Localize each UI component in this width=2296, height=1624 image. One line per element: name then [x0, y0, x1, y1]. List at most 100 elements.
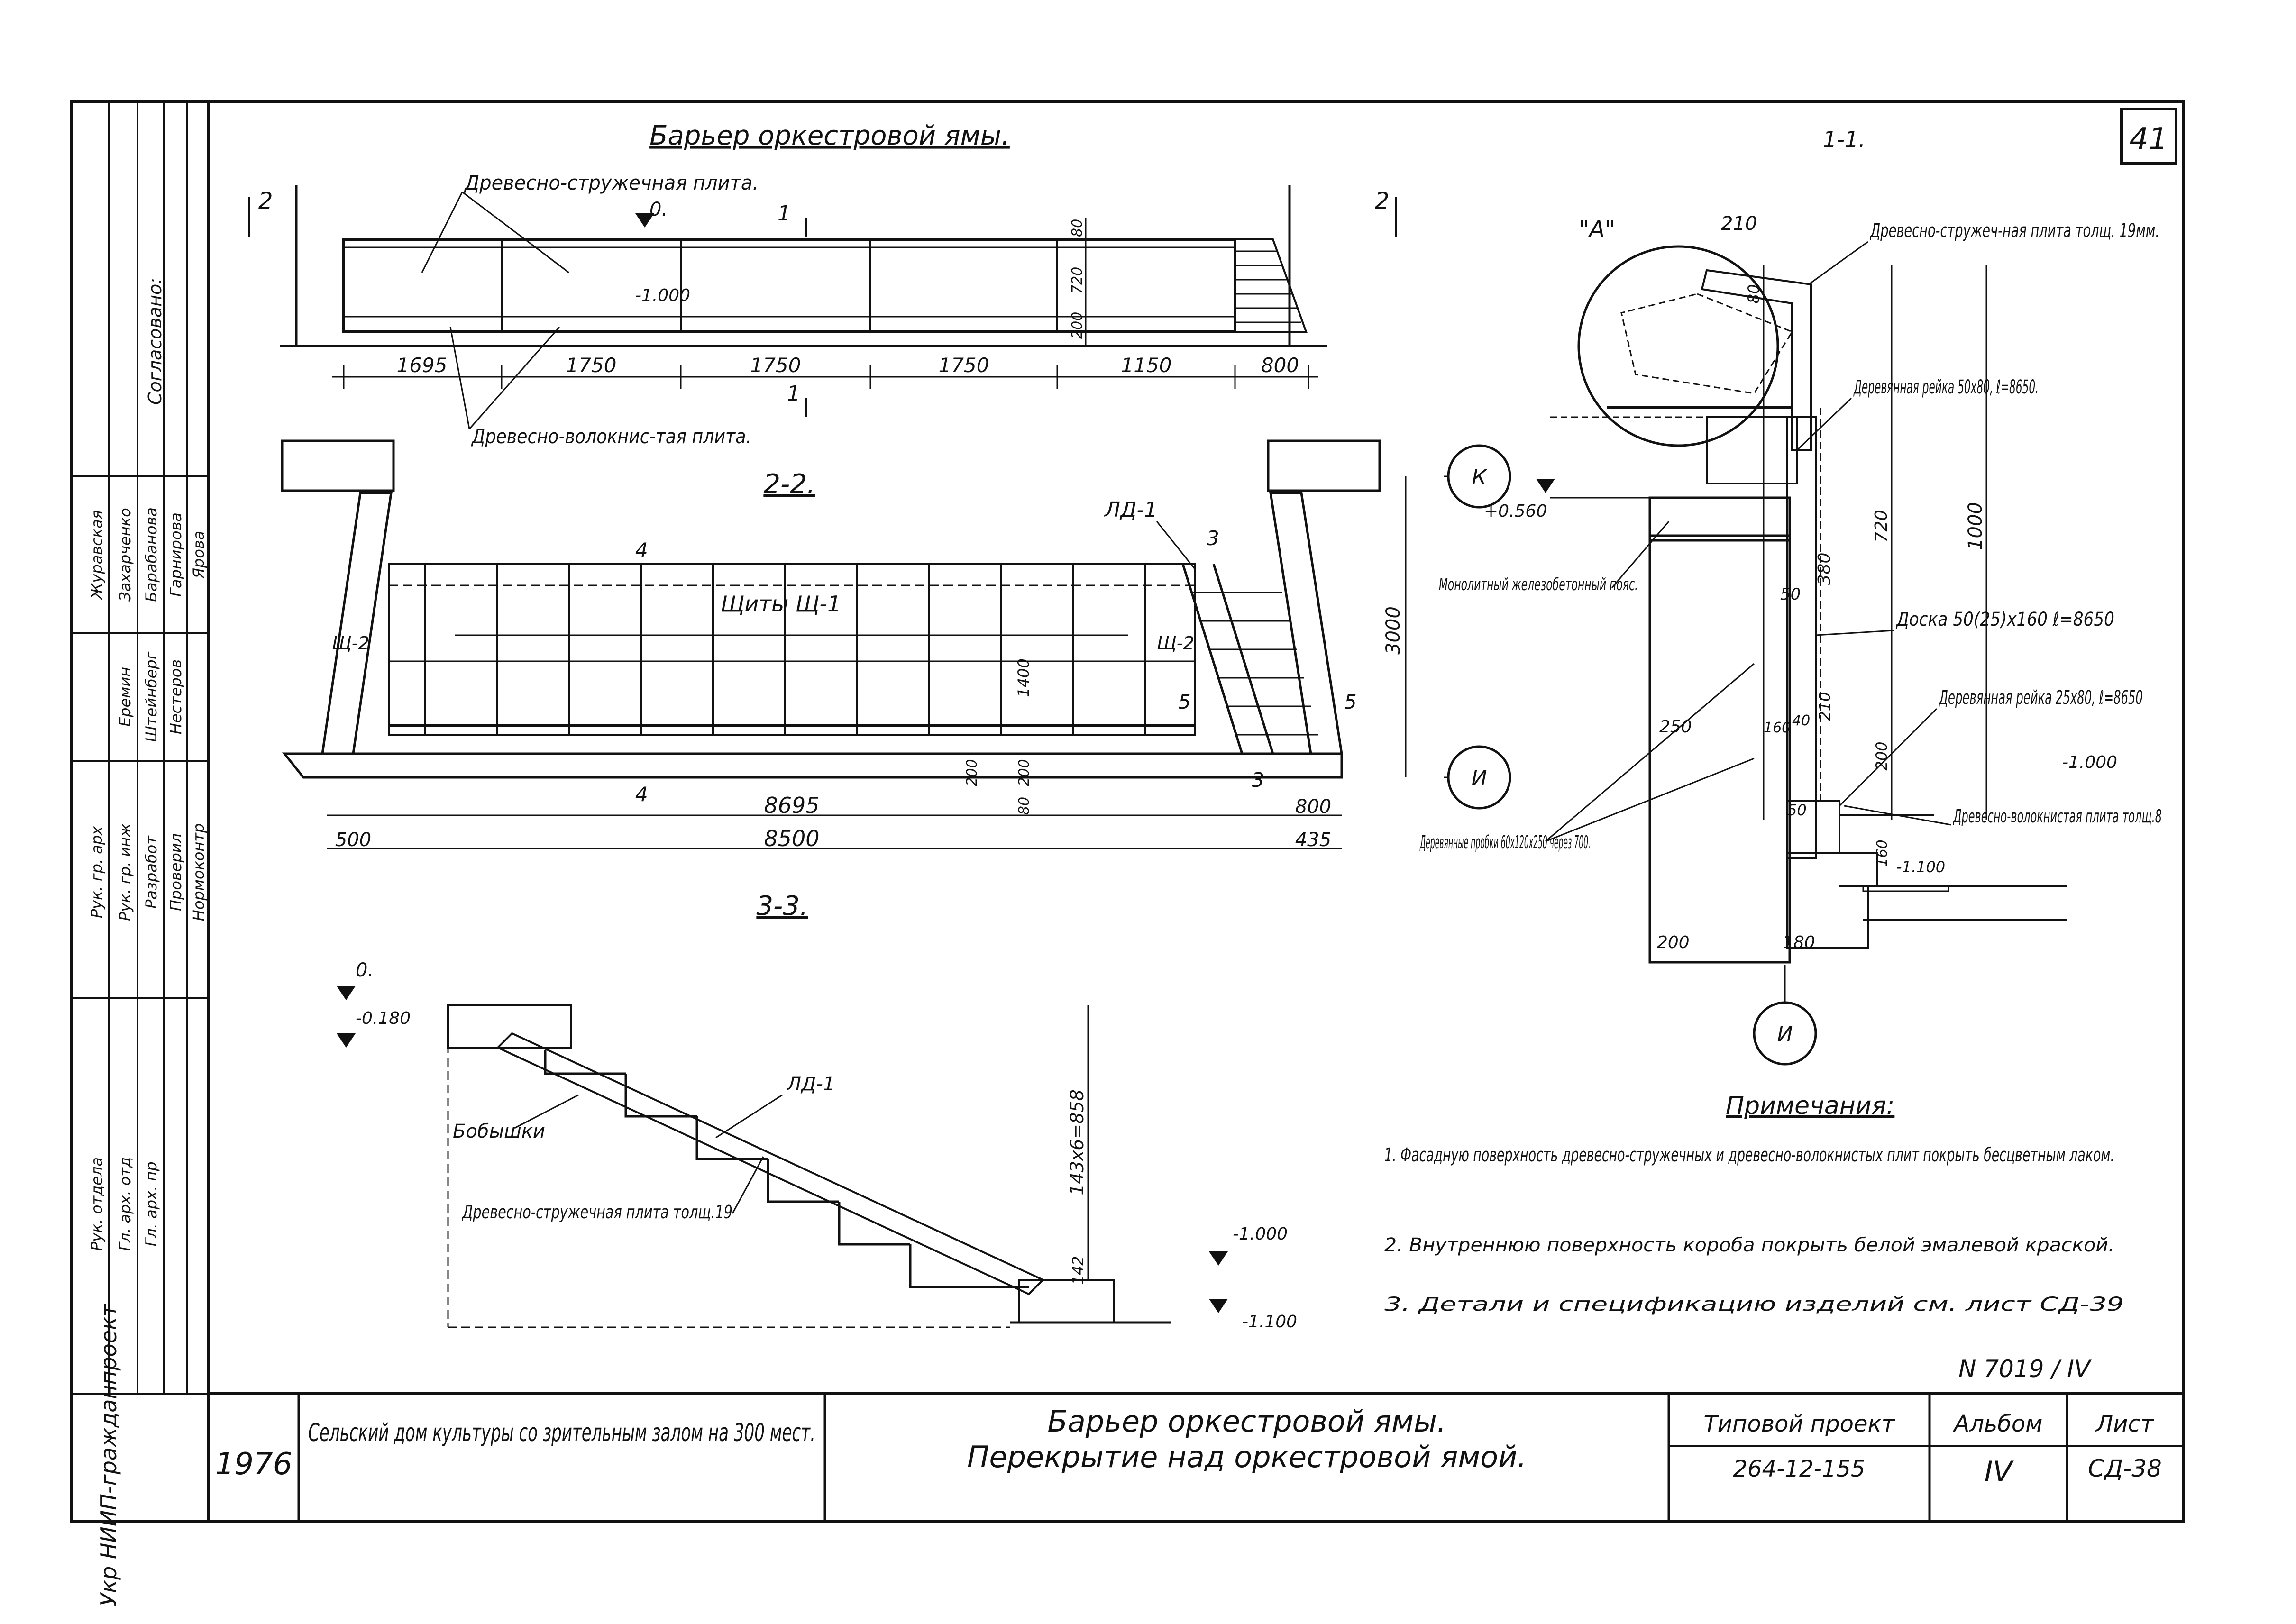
dim11-h0: 250 — [1659, 717, 1692, 737]
stamp-role-7: Гл. арх. отд — [116, 1157, 134, 1251]
album-value: IV — [1985, 1455, 2014, 1488]
section33-ld1-label: ЛД-1 — [786, 1073, 835, 1095]
mark-5-right: 5 — [1344, 690, 1357, 713]
section-mark-2-right: 2 — [1375, 188, 1390, 214]
elevation-dim-720: 720 — [1069, 267, 1086, 294]
rail1-label: Деревянная рейка 50х80, ℓ=8650. — [1853, 376, 2039, 398]
dim-1400: 1400 — [1015, 658, 1033, 697]
dim11-v2: 720 — [1872, 510, 1891, 543]
sheet-value: СД-38 — [2088, 1455, 2162, 1482]
elevation-fiberboard-label: Древесно-волокнис-тая плита. — [471, 425, 751, 448]
elevation-dim-4: 1150 — [1121, 354, 1172, 377]
stamp-role-2: Рук. гр. инж — [116, 823, 134, 921]
sheet-number: 41 — [2129, 122, 2168, 157]
board-label: Доска 50(25)х160 ℓ=8650 — [1895, 609, 2114, 630]
dim-80: 80 — [1016, 797, 1033, 815]
elevation-dim-5: 800 — [1261, 354, 1299, 377]
axis-u: И — [1472, 766, 1487, 791]
dim22-0: 500 — [335, 829, 371, 851]
ld1-label: ЛД-1 — [1104, 498, 1157, 522]
mark-4-bottom: 4 — [635, 783, 648, 806]
detail-a-label: "А" — [1579, 216, 1615, 243]
typical-project-label: Типовой проект — [1703, 1411, 1895, 1437]
stamp-role-8: Гл. арх. пр — [142, 1161, 160, 1246]
dim-steps: 143х6=858 — [1067, 1089, 1088, 1195]
section33-level-0: 0. — [356, 959, 374, 981]
dim11-h6: 160 — [1764, 720, 1791, 736]
axis-markers: К И И — [1444, 444, 1817, 1066]
stamp-name-5: Ярова — [190, 531, 208, 579]
stamp-name-8: Нестеров — [167, 659, 185, 734]
axis-u2: И — [1777, 1022, 1793, 1047]
stamp-role-6: Рук. отдела — [88, 1157, 106, 1251]
stamp-name-6: Еремин — [116, 667, 134, 727]
year: 1976 — [215, 1447, 293, 1482]
ladder-ld1 — [1181, 564, 1318, 754]
dim11-v5: 200 — [1873, 741, 1891, 770]
shields-label: Щиты Щ-1 — [721, 591, 841, 617]
plugs-label: Деревянные пробки 60х120х250 через 700. — [1419, 832, 1591, 853]
concrete-belt — [1648, 496, 1791, 542]
dim11-v4: 210 — [1816, 692, 1834, 721]
section33-level-m1100: -1.100 — [1242, 1312, 1297, 1332]
concrete-wall — [1648, 534, 1791, 964]
dim11-h1: 50 — [1780, 585, 1801, 604]
stamp-name-7: Штейнберг — [142, 651, 160, 742]
dim11-h2: 200 — [1657, 933, 1690, 952]
archive-number: N 7019 / IV — [1958, 1355, 2092, 1383]
dim-210: 210 — [1721, 213, 1757, 235]
dim22-4: 435 — [1295, 829, 1331, 851]
elevation-dim-200: 200 — [1069, 312, 1086, 339]
note-2: 2. Внутреннюю поверхность короба покрыть… — [1384, 1234, 2114, 1256]
axis-k: К — [1472, 465, 1487, 490]
section11-fiberboard-label: Древесно-волокнистая плита толщ.8 — [1953, 806, 2162, 827]
elevation-dim-80: 80 — [1069, 219, 1086, 237]
dim11-h5: 40 — [1792, 712, 1810, 729]
note-3: 3. Детали и спецификацию изделий см. лис… — [1384, 1294, 2124, 1315]
album-label: Альбом — [1953, 1411, 2043, 1437]
sheet-number-box — [2120, 108, 2177, 165]
wall-left — [321, 492, 393, 755]
stamp-role-5: Нормоконтр — [190, 823, 208, 921]
section11-level-m1100: -1.100 — [1896, 858, 1945, 876]
mark-5-left: 5 — [1178, 690, 1191, 713]
elevation-level-m1000: -1.000 — [635, 286, 690, 305]
dim11-v6: 160 — [1874, 839, 1891, 867]
belt-label: Монолитный железобетонный пояс. — [1439, 575, 1638, 594]
section11-title: 1-1. — [1823, 127, 1866, 152]
stair-steps — [544, 1050, 1029, 1288]
dim11-v1: 380 — [1815, 553, 1834, 585]
elevation-dim-1: 1750 — [566, 354, 617, 377]
agreed-label: Согласовано: — [145, 278, 165, 405]
dim-142: 142 — [1069, 1256, 1087, 1285]
typical-project-value: 264-12-155 — [1733, 1456, 1866, 1482]
elevation-dim-0: 1695 — [397, 354, 448, 377]
elevation-dim-3: 1750 — [939, 354, 989, 377]
dim22-3: 800 — [1295, 796, 1331, 818]
board-stack — [1786, 416, 1817, 859]
section33-title: 3-3. — [756, 891, 808, 921]
dim-200b: 200 — [1016, 759, 1033, 786]
stamp-name-1: Журавская — [88, 510, 106, 600]
mark-4-top: 4 — [635, 538, 648, 562]
dim-3000: 3000 — [1382, 606, 1404, 655]
dim-200a: 200 — [964, 759, 980, 786]
left-stamp: Согласовано: Рук. гр. арх Рук. гр. инж Р… — [71, 102, 209, 1606]
steps-elevation — [1234, 238, 1308, 333]
stamp-name-2: Захарченко — [116, 508, 134, 601]
slab-bottom — [282, 752, 1343, 779]
elevation-dim-2: 1750 — [750, 354, 801, 377]
project-name-line: Сельский дом культуры со зрительным зало… — [308, 1419, 815, 1447]
dim22-2: 8500 — [764, 826, 819, 851]
stamp-name-4: Гарнирова — [167, 512, 185, 597]
drawing-title-1: Барьер оркестровой ямы. — [1047, 1404, 1446, 1439]
section22-title: 2-2. — [763, 469, 815, 500]
dim11-h3: 180 — [1783, 933, 1815, 952]
section11-chipboard-label: Древесно-стружеч-ная плита толщ. 19мм. — [1870, 220, 2159, 242]
elevation-title: Барьер оркестровой ямы. — [649, 120, 1010, 151]
shields-grid — [388, 563, 1196, 736]
sch2-left-label: Щ-2 — [332, 633, 369, 654]
dim11-v3: 1000 — [1965, 502, 1986, 550]
stamp-role-3: Разработ — [142, 835, 160, 909]
dim11-v0: 80 — [1745, 284, 1763, 304]
